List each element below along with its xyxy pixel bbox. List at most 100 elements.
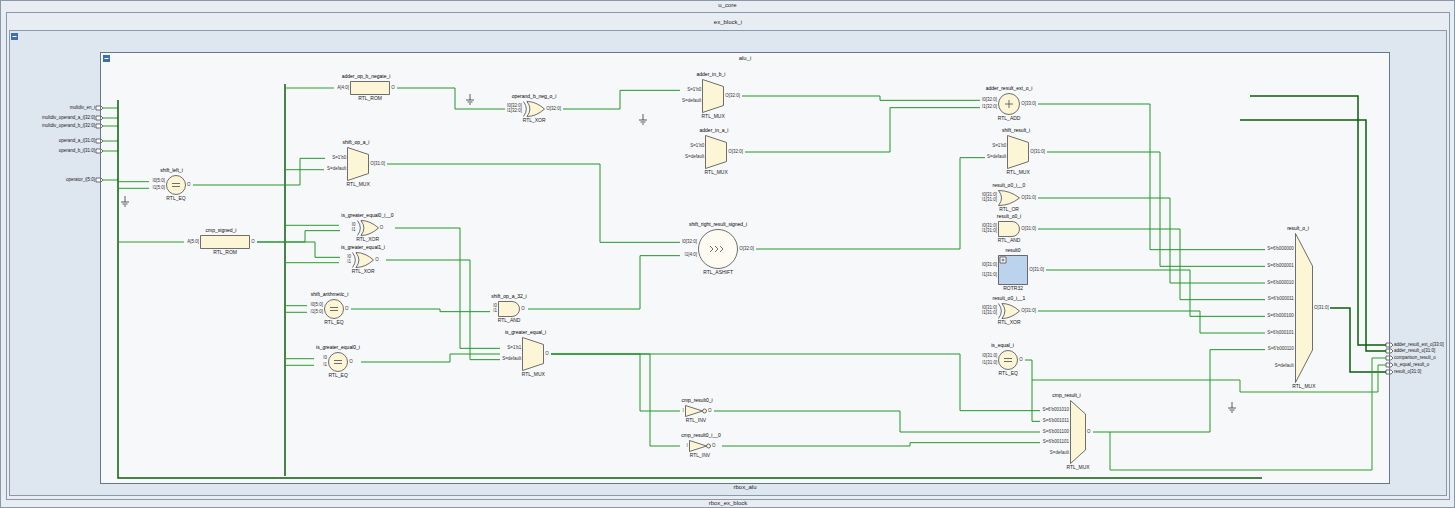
rtl-cell: is_equal_iI0[31:0]I1[31:0]ORTL_EQ <box>980 343 1025 377</box>
pin-name: I1[31:0] <box>982 229 997 234</box>
port-wire <box>103 108 118 180</box>
cell-symbol <box>498 301 520 317</box>
cell-type: RTL_ROM <box>358 96 382 101</box>
cell-name: shift_op_a_32_i <box>491 294 526 299</box>
cell-name: shift_right_result_signed_i <box>689 222 747 227</box>
pin-name: I0 <box>493 304 497 309</box>
pin-name: S=6'b000010 <box>1267 281 1294 286</box>
pin-name: A[5:0] <box>187 240 199 245</box>
cell-symbol <box>357 220 379 236</box>
net-wire <box>1046 270 1265 316</box>
pin-name: O <box>1019 358 1023 363</box>
rtl-cell: result_o_iS=6'b000000S=6'b000001S=6'b000… <box>1265 226 1331 390</box>
rtl-cell: result0I0[31:0]I1[31:0]O[31:0]ROTR32 <box>980 248 1046 292</box>
cell-symbol-part <box>689 441 706 452</box>
pin-name: I0[31:0] <box>982 193 997 198</box>
cell-symbol <box>324 299 344 319</box>
cell-symbol-part <box>999 94 1020 115</box>
rtl-cell: cmp_result0_iIORTL_INV <box>680 398 714 424</box>
cell-symbol <box>1295 233 1313 383</box>
port-name: multdiv_en_i <box>70 106 95 111</box>
hierarchy-block: ex_block_irbox_ex_blockalu_irbox_aluadde… <box>6 12 1450 500</box>
pin-name: S=default <box>1275 364 1294 369</box>
pin-name: O[31:0] <box>370 162 385 167</box>
cell-symbol-part <box>523 338 544 371</box>
port-name: comparison_result_o <box>1394 356 1436 361</box>
pin-name: S=6'b001100 <box>1043 430 1069 435</box>
cell-symbol <box>347 147 369 181</box>
rtl-cell: result_o0_iI0[31:0]I1[31:0]O[31:0]RTL_AN… <box>980 214 1038 244</box>
pin-name: O <box>521 307 525 312</box>
cell-type: RTL_ADD <box>998 116 1021 121</box>
cell-symbol-part <box>353 253 356 268</box>
net-wire <box>528 256 680 309</box>
pin-name: O <box>380 226 384 231</box>
rtl-cell: operand_b_neg_o_iI0[32:0]I1[32:0]O[32:0]… <box>505 94 563 124</box>
bus-wire <box>118 100 1262 478</box>
pin-name: O[31:0] <box>1021 309 1036 314</box>
rtl-cell: adder_result_ext_o_iI0[32:0]I1[32:0]O[33… <box>980 86 1038 122</box>
pin-name: O[31:0] <box>1021 196 1036 201</box>
cell-type: RTL_EQ <box>328 373 347 378</box>
pin-name: S=1'b1 <box>507 346 521 351</box>
cell-symbol-part <box>1071 401 1086 464</box>
pin-name: S=6'b001010 <box>1042 408 1069 413</box>
net-wire <box>551 354 680 411</box>
block-footer: rbox_ex_block <box>709 500 748 506</box>
net-wire <box>351 309 490 312</box>
collapse-icon <box>105 58 109 59</box>
rtl-cell: is_greater_equal0_iI0I1ORTL_EQ <box>315 345 361 379</box>
net-wire <box>257 231 340 242</box>
rtl-cell: adder_op_b_negate_iA[4:0]ORTL_ROM <box>335 74 397 102</box>
pin-name: O[31:0] <box>1030 150 1045 155</box>
cell-type: RTL_MUX <box>1066 465 1089 470</box>
net-wire <box>714 411 1040 432</box>
pin-name: O[32:0] <box>739 247 754 252</box>
cell-symbol-part <box>527 102 545 117</box>
pin-name: O <box>345 307 349 312</box>
port-name: result_o[31:0] <box>1394 370 1421 375</box>
cell-symbol <box>998 190 1020 206</box>
ground-symbol <box>639 114 647 124</box>
pin-name: S=default <box>987 155 1006 160</box>
cell-type: RTL_OR <box>999 207 1019 212</box>
ground-symbol <box>1228 402 1236 412</box>
pin-name: S=6'b000110 <box>1268 347 1294 352</box>
cell-symbol <box>1070 400 1086 464</box>
cell-type: RTL_EQ <box>324 320 343 325</box>
rtl-cell: adder_in_b_iS=1'b0S=defaultO[32:0]RTL_MU… <box>680 72 742 120</box>
ground-symbol <box>466 94 474 104</box>
cell-type: RTL_EQ <box>999 371 1018 376</box>
pin-name: I1 <box>323 363 327 368</box>
block-title: alu_i <box>739 55 752 61</box>
cell-symbol-part <box>999 222 1020 237</box>
cell-type: RTL_XOR <box>998 320 1021 325</box>
block-frame <box>101 53 1390 484</box>
pin-name: S=6'b000001 <box>1267 264 1294 269</box>
rtl-cell: shift_right_result_signed_iI0[32:0]I1[4:… <box>680 222 756 276</box>
net-wire <box>395 228 500 348</box>
collapse-icon <box>13 36 17 37</box>
collapse-icon <box>11 33 18 40</box>
pin-name: S=default <box>685 155 704 160</box>
net-wire <box>118 182 149 189</box>
pin-name: O <box>545 352 549 357</box>
cell-symbol <box>522 337 544 371</box>
pin-name: I1 <box>352 228 356 233</box>
pin-name: S=6'b000011 <box>1268 297 1294 302</box>
pin-name: S=6'b000100 <box>1267 314 1294 319</box>
pin-name: A[4:0] <box>337 86 349 91</box>
cell-symbol-part <box>499 302 520 317</box>
cell-symbol <box>1007 135 1029 169</box>
cell-name: result_o0_i__0 <box>993 183 1026 188</box>
cell-name: adder_result_ext_o_i <box>986 86 1033 91</box>
pin-name: S=default <box>502 357 521 362</box>
pin-name: I0 <box>323 356 327 361</box>
cell-symbol <box>685 405 707 417</box>
block-footer: rbox_alu <box>733 484 756 490</box>
cell-symbol-part <box>356 253 374 268</box>
cell-symbol-part <box>999 256 1028 285</box>
cell-symbol-part <box>1295 234 1312 383</box>
